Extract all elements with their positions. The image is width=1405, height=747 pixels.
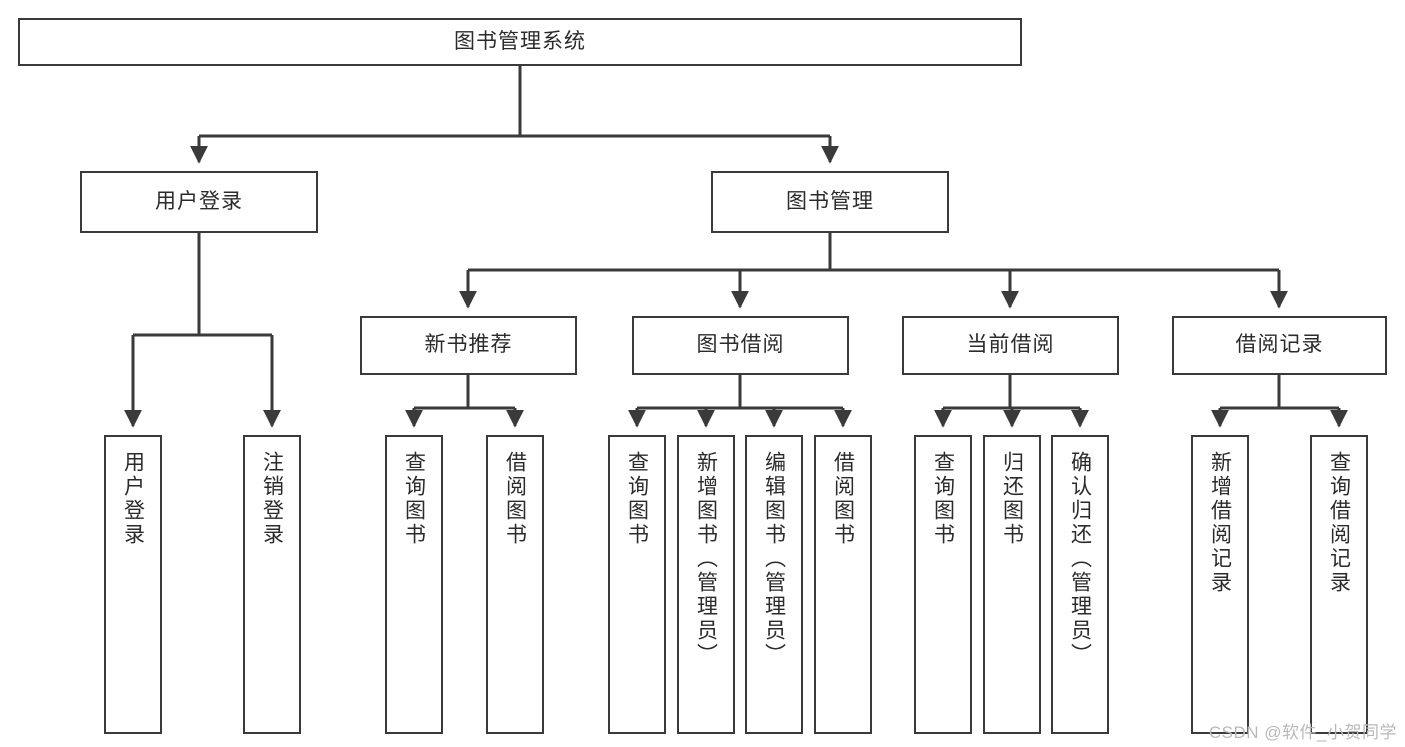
node-leaf-add-book[interactable]: 新增图书（管理员） <box>677 435 735 734</box>
node-leaf-add-book-label: 新增图书（管理员） <box>694 451 718 667</box>
node-borrow-record[interactable]: 借阅记录 <box>1172 316 1387 375</box>
node-current-borrow-label: 当前借阅 <box>966 333 1055 357</box>
edge-group-user-login <box>124 233 281 428</box>
node-leaf-confirm-return-label: 确认归还（管理员） <box>1068 451 1092 667</box>
node-leaf-return-book-label: 归还图书 <box>1000 451 1024 547</box>
node-leaf-query-record[interactable]: 查询借阅记录 <box>1310 435 1368 734</box>
node-new-book-recommend-label: 新书推荐 <box>424 333 513 357</box>
node-leaf-query-book-3[interactable]: 查询图书 <box>914 435 972 734</box>
node-new-book-recommend[interactable]: 新书推荐 <box>360 316 577 375</box>
node-leaf-query-book-3-label: 查询图书 <box>931 451 955 547</box>
node-borrow-record-label: 借阅记录 <box>1235 333 1324 357</box>
node-leaf-query-record-label: 查询借阅记录 <box>1327 451 1351 595</box>
node-leaf-confirm-return[interactable]: 确认归还（管理员） <box>1051 435 1109 734</box>
node-book-manage[interactable]: 图书管理 <box>711 171 949 233</box>
node-current-borrow[interactable]: 当前借阅 <box>902 316 1119 375</box>
node-leaf-user-login-label: 用户登录 <box>121 451 145 547</box>
node-leaf-add-record[interactable]: 新增借阅记录 <box>1191 435 1249 734</box>
node-user-login[interactable]: 用户登录 <box>80 171 318 233</box>
node-leaf-query-book-2-label: 查询图书 <box>625 451 649 547</box>
edge-group-borrow-record <box>1211 375 1348 428</box>
node-leaf-query-book-2[interactable]: 查询图书 <box>608 435 666 734</box>
edge-group-current-borrow <box>934 375 1089 428</box>
node-leaf-user-logout-label: 注销登录 <box>260 451 284 547</box>
node-leaf-query-book-1[interactable]: 查询图书 <box>385 435 443 734</box>
node-leaf-user-logout[interactable]: 注销登录 <box>243 435 301 734</box>
csdn-watermark: CSDN @软件_小贺同学 <box>1208 723 1397 742</box>
node-leaf-borrow-book-1[interactable]: 借阅图书 <box>486 435 544 734</box>
node-leaf-edit-book-label: 编辑图书（管理员） <box>762 451 786 667</box>
node-book-manage-label: 图书管理 <box>786 189 874 213</box>
node-leaf-borrow-book-2-label: 借阅图书 <box>831 451 855 547</box>
edge-group-root <box>190 66 839 164</box>
node-leaf-user-login[interactable]: 用户登录 <box>104 435 162 734</box>
edge-group-book-borrow <box>628 375 852 428</box>
node-leaf-borrow-book-2[interactable]: 借阅图书 <box>814 435 872 734</box>
edge-group-book-manage <box>459 233 1288 309</box>
node-leaf-edit-book[interactable]: 编辑图书（管理员） <box>745 435 803 734</box>
node-leaf-query-book-1-label: 查询图书 <box>402 451 426 547</box>
node-book-borrow-label: 图书借阅 <box>696 333 785 357</box>
node-root[interactable]: 图书管理系统 <box>18 18 1022 66</box>
node-user-login-label: 用户登录 <box>155 189 243 213</box>
node-leaf-add-record-label: 新增借阅记录 <box>1208 451 1232 595</box>
edge-group-new-book-recommend <box>405 375 524 428</box>
node-book-borrow[interactable]: 图书借阅 <box>632 316 849 375</box>
node-leaf-borrow-book-1-label: 借阅图书 <box>503 451 527 547</box>
node-leaf-return-book[interactable]: 归还图书 <box>983 435 1041 734</box>
node-root-label: 图书管理系统 <box>454 29 586 53</box>
